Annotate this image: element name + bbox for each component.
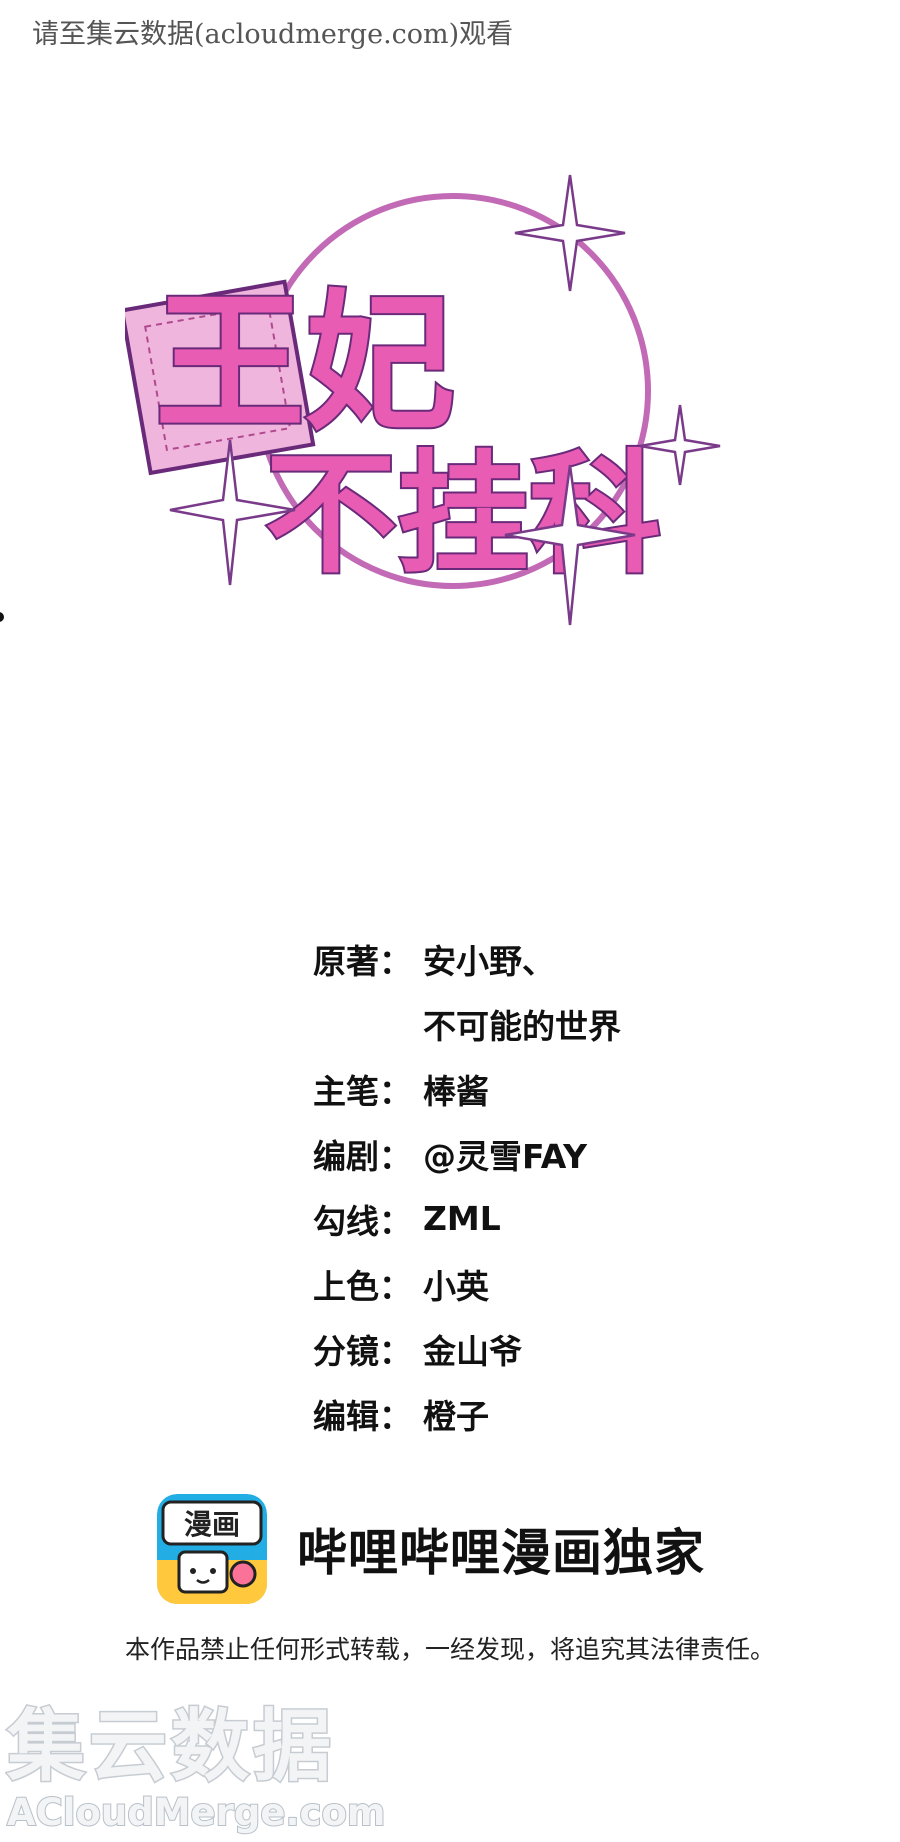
credit-label: 分镜： (313, 1331, 412, 1371)
credit-label: 勾线： (313, 1201, 412, 1241)
credit-row-editor: 编辑： 橙子 (313, 1381, 621, 1446)
sparkle-icon (169, 174, 721, 626)
credit-row-author-cont: 不可能的世界 (313, 991, 621, 1056)
credit-value: 棒酱 (423, 1071, 489, 1111)
credit-value: @灵雪FAY (423, 1136, 588, 1176)
staff-credits: 原著： 安小野、 不可能的世界 主笔： 棒酱 编剧： @灵雪FAY 勾线： ZM… (313, 926, 621, 1446)
credit-row-storyboard: 分镜： 金山爷 (313, 1316, 621, 1381)
credit-row-script: 编剧： @灵雪FAY (313, 1121, 621, 1186)
acloudmerge-watermark: 集云数据 ACloudMerge.com (5, 1701, 386, 1836)
copyright-notice: 本作品禁止任何形式转载，一经发现，将追究其法律责任。 (124, 1635, 775, 1664)
comic-title-logo: 王妃 不挂科 (125, 174, 721, 626)
app-icon-text: 漫画 (184, 1508, 240, 1541)
credit-value: 安小野、 (423, 941, 555, 981)
credit-value: 橙子 (423, 1396, 489, 1436)
credit-value: 小英 (423, 1266, 489, 1306)
credit-label: 主笔： (313, 1071, 412, 1111)
credit-label: 编辑： (313, 1396, 412, 1436)
credit-label: 上色： (313, 1266, 412, 1306)
watermark-cn: 集云数据 (6, 1702, 335, 1792)
platform-label: 哔哩哔哩漫画独家 (297, 1523, 705, 1582)
platform-exclusive-banner: 漫画 哔哩哔哩漫画独家 (157, 1494, 705, 1604)
credit-row-lead-artist: 主笔： 棒酱 (313, 1056, 621, 1121)
credit-label: 原著： (313, 941, 412, 981)
credit-label: 编剧： (313, 1136, 412, 1176)
credit-row-coloring: 上色： 小英 (313, 1251, 621, 1316)
watermark-en: ACloudMerge.com (7, 1791, 385, 1834)
credit-value: 不可能的世界 (423, 1006, 621, 1046)
logo-title-line1: 王妃 (155, 277, 455, 451)
source-notice: 请至集云数据(acloudmerge.com)观看 (32, 19, 514, 50)
edge-dot (0, 612, 4, 622)
credit-row-lineart: 勾线： ZML (313, 1186, 621, 1251)
bilibili-manga-app-icon: 漫画 (157, 1494, 267, 1604)
credit-value: ZML (423, 1199, 501, 1238)
logo-title-line2: 不挂科 (265, 438, 661, 592)
credit-value: 金山爷 (423, 1331, 522, 1371)
credit-row-author: 原著： 安小野、 (313, 926, 621, 991)
